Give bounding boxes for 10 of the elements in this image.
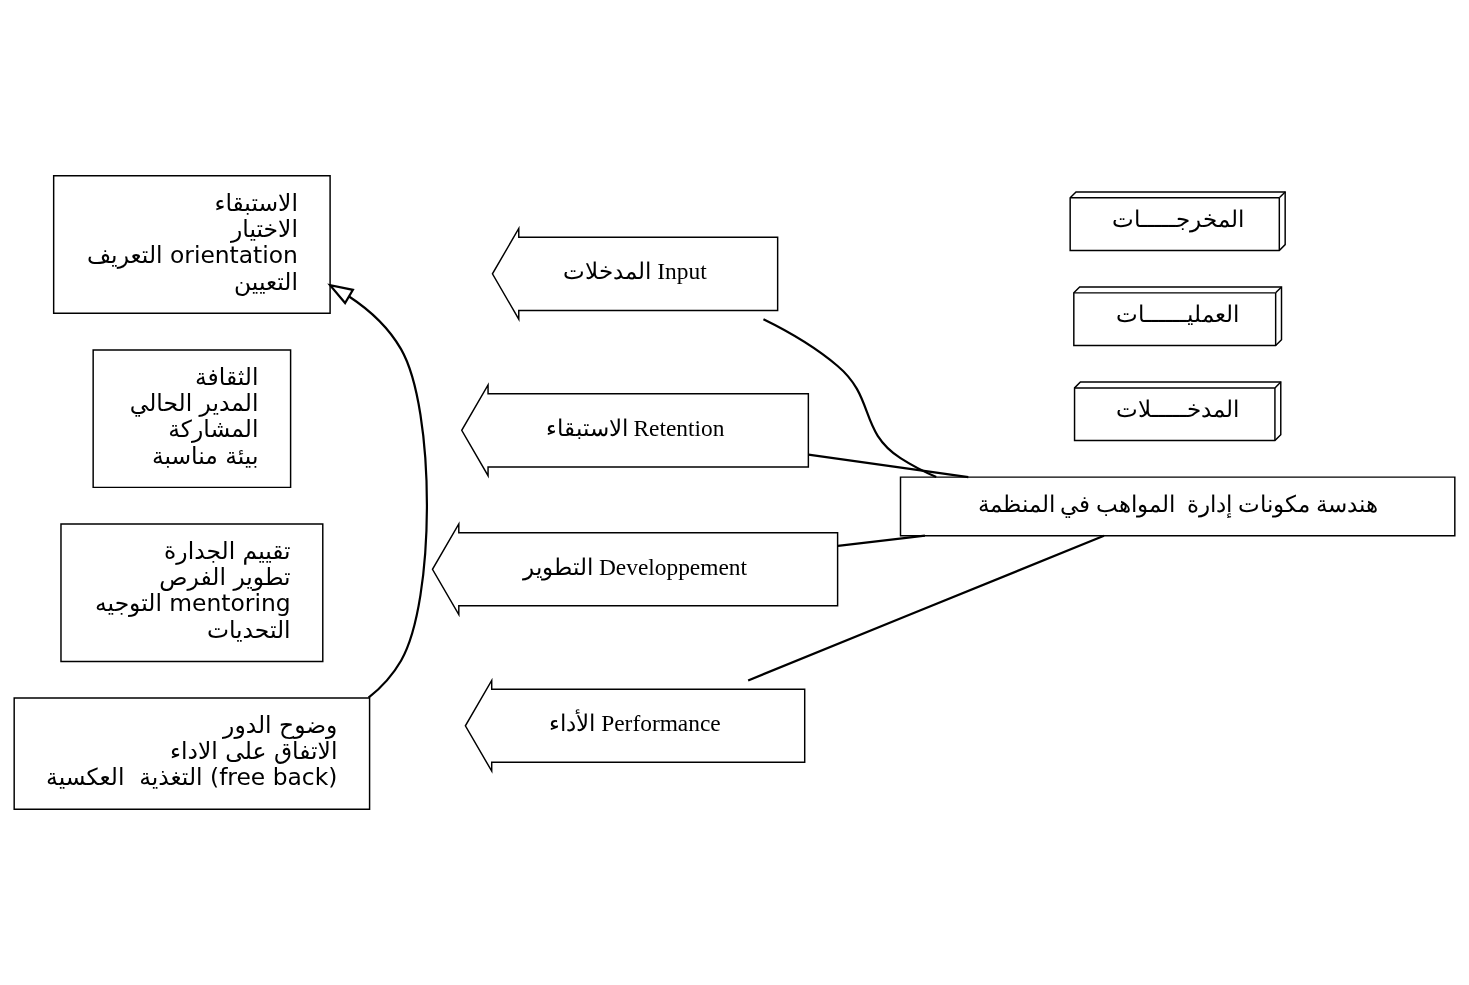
node-box: الثقافة المدير الحالي المشاركة بيئة مناسبة: [92, 349, 292, 489]
connector: [762, 318, 937, 478]
arrow: [327, 283, 428, 699]
node-box: وضوح الدور الاتفاق على الاداء التغذية العكسية (free back): [13, 697, 371, 810]
node-box: الاستبقاء الاختيار التعريف orientation التعيين: [52, 175, 331, 315]
node-box: تقييم الجدارة تطوير الفرص التوجيه mentoring التحديات: [60, 523, 324, 663]
node-box: هندسة مكونات إدارة المواهب في المنظمة: [899, 476, 1456, 537]
connector: [747, 534, 1105, 682]
connector: [837, 534, 926, 547]
connector: [808, 453, 969, 479]
